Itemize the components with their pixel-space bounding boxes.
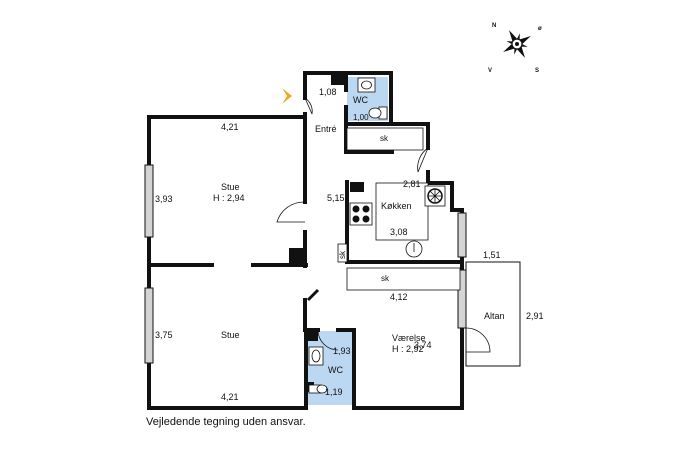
dimension-label: 3,74: [414, 340, 432, 350]
room-label-stue-2: Stue: [221, 330, 240, 340]
toilet-icon: [368, 106, 388, 120]
dimension-label: 2,81: [403, 179, 421, 189]
dimension-label: 1,08: [319, 87, 337, 97]
dimension-label: 1,93: [333, 346, 351, 356]
windows: [144, 164, 467, 364]
walls: [147, 71, 464, 410]
wall-pillar: [306, 331, 318, 341]
compass-rose-icon: [503, 30, 531, 58]
room-label-entre: Entré: [315, 124, 337, 134]
compass-south: S: [535, 68, 539, 74]
room-height-vaerelse: H : 2,92: [392, 344, 424, 354]
room-label-wc-top: WC: [353, 95, 368, 105]
disclaimer-text: Vejledende tegning uden ansvar.: [146, 416, 306, 428]
kitchen-sink-icon: [405, 240, 423, 258]
wall-pillar: [350, 182, 364, 192]
compass-west: V: [488, 68, 492, 74]
room-label-altan: Altan: [484, 311, 505, 321]
wall-pillar: [289, 248, 305, 266]
room-label-wc-bottom: WC: [328, 365, 343, 375]
stove-icon: [349, 202, 373, 226]
altan-outline: [465, 261, 521, 367]
cabinet-label: sk: [380, 134, 389, 143]
cabinet-label: sk: [338, 250, 347, 259]
room-label-vaerelse: Værelse: [392, 333, 426, 343]
toilet-icon: [308, 384, 328, 394]
dimension-label: 4,12: [390, 292, 408, 302]
dimension-label: 2,91: [526, 311, 544, 321]
room-label-koekken: Køkken: [381, 201, 412, 211]
compass-east: ø: [538, 26, 542, 32]
dimension-label: 3,75: [155, 330, 173, 340]
dimension-label: 5,15: [327, 193, 345, 203]
room-height-stue-1: H : 2,94: [213, 193, 245, 203]
wall-pillar: [331, 73, 346, 85]
dimension-label: 3,93: [155, 194, 173, 204]
doors: [276, 97, 491, 353]
compass-north: N: [492, 23, 496, 29]
extractor-fan-icon: [424, 185, 446, 207]
dimension-label: 4,21: [221, 392, 239, 402]
washbasin-icon: [357, 77, 376, 93]
entrance-arrow-icon: [282, 88, 292, 104]
dimension-label: 1,19: [325, 387, 343, 397]
dimension-label: 1,00: [353, 113, 369, 122]
cabinet-label: sk: [381, 274, 390, 283]
dimension-label: 4,21: [221, 122, 239, 132]
washbasin-icon: [308, 346, 324, 366]
room-label-stue-1: Stue: [221, 182, 240, 192]
cabinets: [337, 127, 461, 291]
door-leaf: [306, 288, 320, 302]
dimension-label: 3,08: [390, 227, 408, 237]
dimension-label: 1,51: [483, 250, 501, 260]
